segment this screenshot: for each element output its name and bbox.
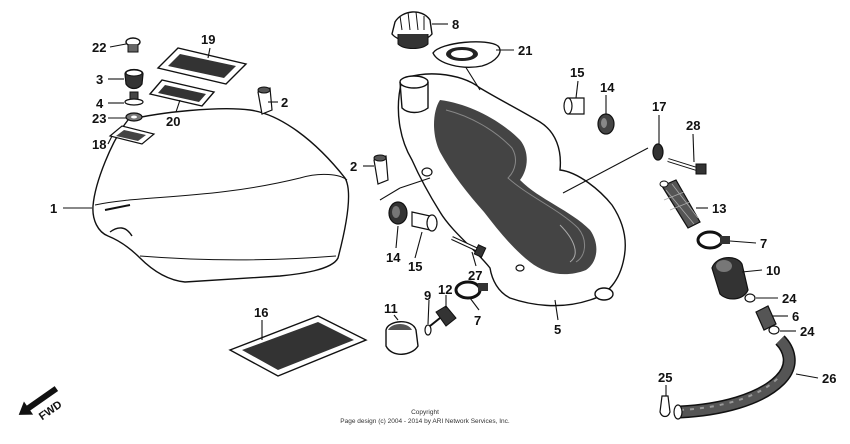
callout-2-top: 2	[281, 95, 288, 110]
callout-13: 13	[712, 201, 726, 216]
part-2-clip-lower	[373, 154, 389, 185]
part-14-15-mount-right	[563, 97, 615, 135]
callout-24-upper: 24	[782, 291, 797, 306]
callout-24-lower: 24	[800, 324, 815, 339]
part-7-clamp-right	[696, 230, 730, 250]
fwd-arrow-icon: FWD	[18, 386, 64, 423]
part-5-fuel-tank	[397, 73, 626, 307]
copyright-line-1: Copyright	[411, 409, 439, 416]
part-26-fuel-hose	[673, 335, 796, 420]
part-19-pad	[156, 47, 248, 85]
part-13-strainer	[659, 179, 701, 229]
callout-7-left: 7	[474, 313, 481, 328]
part-12-lever	[429, 305, 457, 327]
callout-10: 10	[766, 263, 780, 278]
callout-22: 22	[92, 40, 106, 55]
part-2-clip-top	[257, 86, 273, 115]
callout-16: 16	[254, 305, 268, 320]
part-16-sheet	[228, 315, 368, 377]
part-7-clamp-left	[454, 280, 488, 300]
part-11-cap	[385, 321, 419, 355]
part-21-gasket	[432, 41, 501, 68]
callout-27: 27	[468, 268, 482, 283]
part-20-pad	[148, 79, 216, 107]
callout-15-upper: 15	[570, 65, 584, 80]
part-22-screw	[125, 37, 141, 53]
callout-18: 18	[92, 137, 106, 152]
callout-7-right: 7	[760, 236, 767, 251]
part-27-bolt	[451, 236, 487, 258]
part-14-15-mount-left	[388, 201, 438, 232]
part-1-cover	[92, 108, 350, 283]
leader-lines	[63, 23, 819, 396]
callout-17: 17	[652, 99, 666, 114]
callout-20: 20	[166, 114, 180, 129]
callout-21: 21	[518, 43, 532, 58]
part-6-joint	[755, 305, 777, 331]
copyright-line-2: Page design (c) 2004 - 2014 by ARI Netwo…	[340, 418, 510, 425]
callout-labels: 1 2 2 3 4 5 6 7 7 8 9 10 11 12 13 14 14 …	[50, 17, 836, 386]
part-8-filler-cap	[391, 11, 433, 49]
callout-26: 26	[822, 371, 836, 386]
callout-19: 19	[201, 32, 215, 47]
callout-14-upper: 14	[600, 80, 615, 95]
callout-2-lower: 2	[350, 159, 357, 174]
callout-11: 11	[384, 301, 398, 316]
part-23-washer	[125, 112, 143, 122]
callout-4: 4	[96, 96, 104, 111]
callout-3: 3	[96, 72, 103, 87]
callout-15-lower: 15	[408, 259, 422, 274]
callout-5: 5	[554, 322, 561, 337]
callout-6: 6	[792, 309, 799, 324]
callout-25: 25	[658, 370, 672, 385]
part-18-pad	[108, 125, 156, 145]
callout-8: 8	[452, 17, 459, 32]
callout-28: 28	[686, 118, 700, 133]
callout-9: 9	[424, 288, 431, 303]
part-4-collar	[124, 91, 144, 106]
part-9-o-ring	[424, 324, 432, 336]
part-24-o-ring-lower	[768, 325, 780, 335]
callout-23: 23	[92, 111, 106, 126]
callout-12: 12	[438, 282, 452, 297]
part-25-clip	[659, 395, 671, 418]
part-10-petcock	[711, 257, 749, 300]
part-3-grommet	[124, 68, 144, 90]
part-28-bolt	[667, 158, 707, 175]
copyright-notice: Copyright Page design (c) 2004 - 2014 by…	[340, 409, 510, 425]
callout-14-lower: 14	[386, 250, 401, 265]
part-24-o-ring-upper	[744, 293, 756, 303]
part-17-washer	[652, 143, 664, 161]
callout-1: 1	[50, 201, 57, 216]
